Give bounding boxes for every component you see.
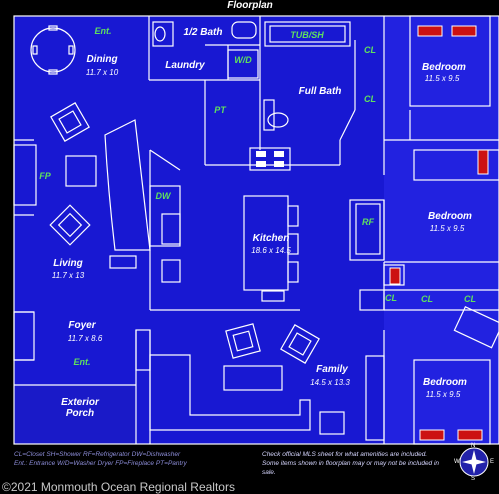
room-name-half-bath: 1/2 Bath — [183, 27, 223, 38]
plan-title: Floorplan — [227, 0, 273, 11]
room-name-family: Family — [316, 364, 348, 375]
label-refrigerator: RF — [362, 217, 374, 227]
exterior-porch-floor — [14, 385, 136, 444]
label-closet-4: CL — [421, 294, 433, 304]
stove-icon — [256, 151, 284, 167]
label-entrance-dining: Ent. — [94, 26, 112, 36]
room-dims-bedroom-3: 11.5 x 9.5 — [425, 390, 461, 399]
legend: CL=Closet SH=Shower RF=Refrigerator DW=D… — [14, 450, 254, 468]
room-name-foyer: Foyer — [68, 320, 96, 331]
room-name-laundry: Laundry — [165, 60, 205, 71]
room-name-exterior-porch: Exterior Porch — [61, 397, 99, 419]
compass-letter-n: N — [471, 443, 476, 449]
room-name-dining: Dining — [86, 54, 118, 65]
copyright-notice: ©2021 Monmouth Ocean Regional Realtors — [2, 480, 235, 494]
room-dims-bedroom-1: 11.5 x 9.5 — [424, 74, 460, 83]
label-entrance-foyer: Ent. — [73, 357, 91, 367]
compass-rose-icon — [459, 447, 489, 477]
label-closet-3: CL — [385, 293, 397, 303]
label-closet-5: CL — [464, 294, 476, 304]
label-washer-dryer: W/D — [234, 55, 252, 65]
room-dims-foyer: 11.7 x 8.6 — [67, 334, 103, 343]
legend-line-2: Ent.: Entrance W/D=Washer Dryer FP=Firep… — [14, 460, 187, 467]
label-pantry: PT — [214, 105, 226, 115]
compass-letter-e: E — [490, 459, 495, 465]
room-name-bedroom-2: Bedroom — [428, 211, 472, 222]
legend-line-1: CL=Closet SH=Shower RF=Refrigerator DW=D… — [14, 451, 181, 458]
label-closet-2: CL — [364, 94, 376, 104]
compass-letter-s: S — [471, 476, 476, 482]
room-dims-family: 14.5 x 13.3 — [310, 378, 350, 387]
compass-letter-w: W — [454, 459, 460, 465]
room-name-living: Living — [53, 258, 83, 269]
label-tub-shower: TUB/SH — [290, 30, 324, 40]
label-dishwasher: DW — [155, 191, 171, 201]
room-dims-bedroom-2: 11.5 x 9.5 — [429, 224, 465, 233]
disclaimer-text: Check official MLS sheet for what amenit… — [262, 451, 440, 476]
room-name-bedroom-3: Bedroom — [423, 377, 467, 388]
heater-icon — [389, 25, 489, 441]
label-closet-1: CL — [364, 45, 376, 55]
bedroom-wing-floor — [384, 16, 499, 444]
room-name-bedroom-1: Bedroom — [422, 62, 466, 73]
room-dims-kitchen: 18.6 x 14.5 — [251, 246, 291, 255]
walls — [13, 15, 499, 445]
label-fireplace: FP — [39, 171, 51, 181]
room-dims-living: 11.7 x 13 — [51, 271, 85, 280]
room-name-kitchen: Kitchen — [252, 233, 290, 244]
room-name-full-bath: Full Bath — [298, 86, 342, 97]
room-dims-dining: 11.7 x 10 — [85, 68, 119, 77]
